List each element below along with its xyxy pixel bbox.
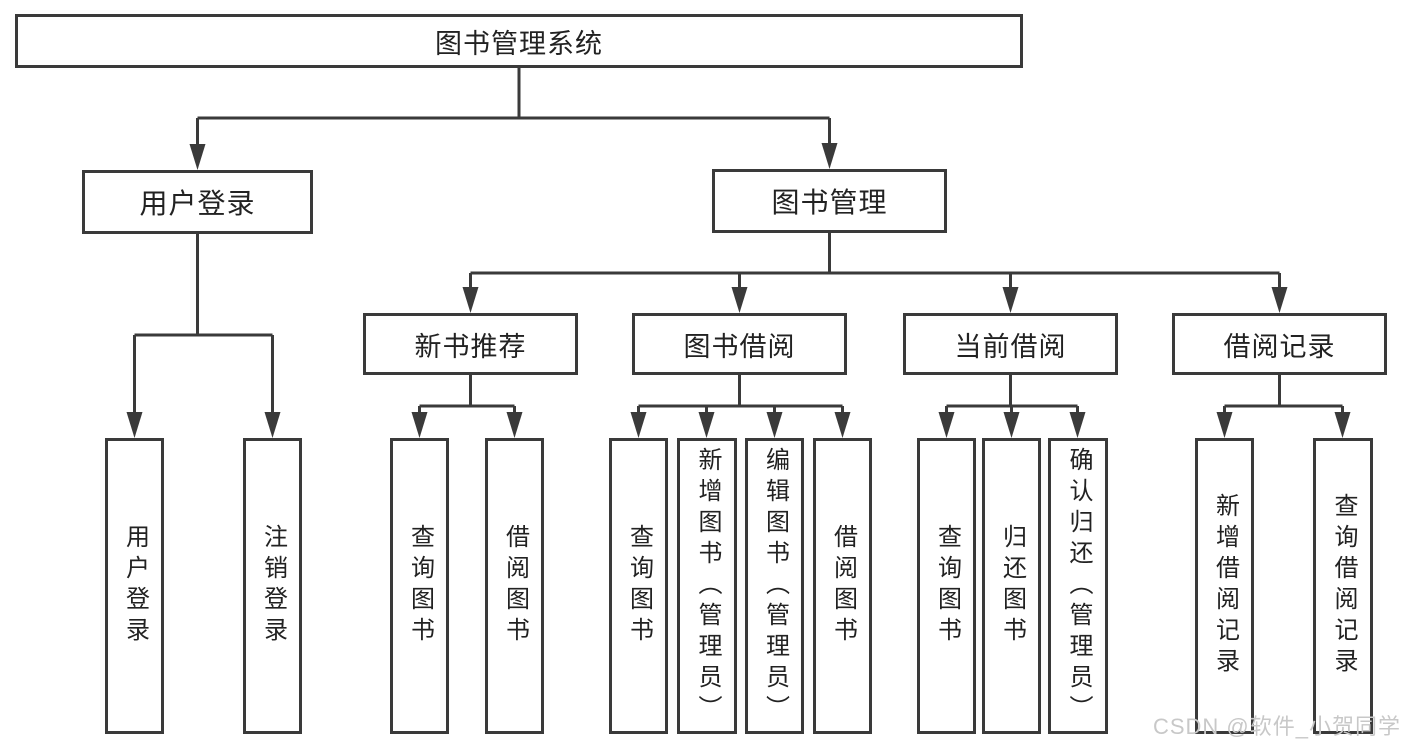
leaf-newbook-borrow-books-label: 借阅图书 — [501, 524, 529, 648]
node-book-borrow: 图书借阅 — [632, 313, 847, 375]
leaf-user-login-label: 用户登录 — [121, 524, 149, 648]
leaf-borrow-query-books-label: 查询图书 — [625, 524, 653, 648]
node-borrow-records: 借阅记录 — [1172, 313, 1387, 375]
leaf-logout-label: 注销登录 — [259, 524, 287, 648]
leaf-edit-books-admin: 编辑图书（管理员） — [745, 438, 804, 734]
node-user-login-label: 用户登录 — [139, 188, 256, 219]
leaf-query-borrow-record: 查询借阅记录 — [1313, 438, 1373, 734]
root-node-label: 图书管理系统 — [435, 28, 603, 59]
root-node-library-management-system: 图书管理系统 — [15, 14, 1023, 68]
leaf-add-books-admin: 新增图书（管理员） — [677, 438, 737, 734]
node-new-book-recommend-label: 新书推荐 — [414, 331, 527, 362]
leaf-newbook-query-books: 查询图书 — [390, 438, 449, 734]
leaf-current-query-books: 查询图书 — [917, 438, 976, 734]
leaf-return-books: 归还图书 — [982, 438, 1041, 734]
node-book-borrow-label: 图书借阅 — [683, 331, 796, 362]
leaf-newbook-borrow-books: 借阅图书 — [485, 438, 544, 734]
leaf-edit-books-admin-label: 编辑图书（管理员） — [761, 446, 789, 726]
leaf-current-query-books-label: 查询图书 — [933, 524, 961, 648]
node-borrow-records-label: 借阅记录 — [1223, 331, 1336, 362]
node-current-borrow: 当前借阅 — [903, 313, 1118, 375]
node-book-management: 图书管理 — [712, 169, 947, 233]
leaf-confirm-return-admin-label: 确认归还（管理员） — [1065, 446, 1092, 726]
leaf-return-books-label: 归还图书 — [998, 524, 1026, 648]
leaf-add-books-admin-label: 新增图书（管理员） — [694, 446, 721, 726]
node-new-book-recommend: 新书推荐 — [363, 313, 578, 375]
leaf-logout: 注销登录 — [243, 438, 302, 734]
node-book-management-label: 图书管理 — [771, 187, 888, 218]
leaf-user-login: 用户登录 — [105, 438, 164, 734]
leaf-borrow-query-books: 查询图书 — [609, 438, 668, 734]
node-current-borrow-label: 当前借阅 — [954, 331, 1067, 362]
leaf-add-borrow-record: 新增借阅记录 — [1195, 438, 1254, 734]
leaf-newbook-query-books-label: 查询图书 — [406, 524, 434, 648]
leaf-query-borrow-record-label: 查询借阅记录 — [1330, 493, 1357, 679]
node-user-login: 用户登录 — [82, 170, 313, 234]
leaf-add-borrow-record-label: 新增借阅记录 — [1211, 493, 1239, 679]
leaf-borrow-borrow-books-label: 借阅图书 — [829, 524, 857, 648]
leaf-borrow-borrow-books: 借阅图书 — [813, 438, 872, 734]
leaf-confirm-return-admin: 确认归还（管理员） — [1048, 438, 1108, 734]
